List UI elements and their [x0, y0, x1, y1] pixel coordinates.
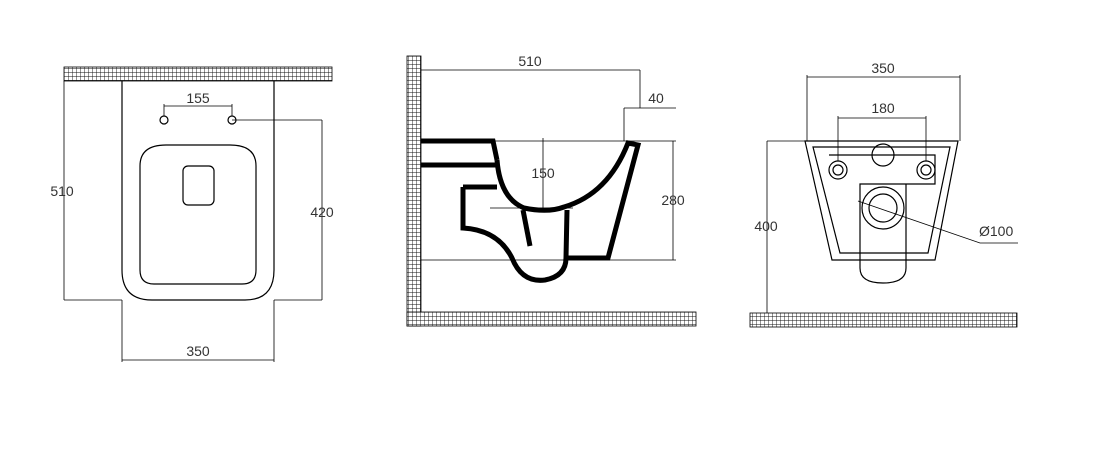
seat-hinge-recess [182, 165, 215, 206]
dimension-label: 155 [186, 90, 210, 106]
dimension-line [837, 116, 927, 161]
fixing-hole [916, 160, 936, 180]
dimension-line [623, 107, 676, 141]
dimension-line [421, 140, 676, 261]
leader-line [857, 200, 1018, 244]
outlet-port [868, 193, 898, 223]
fixing-hole [159, 115, 169, 125]
dimension-line [163, 104, 233, 116]
mounting-plate [829, 154, 936, 284]
floor-hatch [406, 311, 697, 327]
fixing-hole [920, 164, 932, 176]
dimension-label: Ø100 [979, 223, 1013, 239]
dimension-line [806, 75, 961, 141]
bowl-section [494, 140, 642, 261]
dimension-line [766, 140, 805, 313]
fixing-hole [832, 164, 844, 176]
trap-section [460, 184, 569, 283]
dimension-label: 400 [754, 218, 778, 234]
dimension-label: 350 [186, 343, 210, 359]
dimension-label: 150 [531, 165, 555, 181]
dimension-label: 40 [648, 90, 664, 106]
inlet-port [871, 143, 895, 167]
dimension-label: 510 [518, 53, 542, 69]
rear-view: 350 180 400 Ø100 [749, 60, 1018, 328]
bowl-section [520, 209, 533, 247]
top-view: 155 510 420 350 [50, 66, 334, 362]
dimension-label: 350 [871, 60, 895, 76]
dimension-label: 280 [661, 192, 685, 208]
fixing-hole [828, 160, 848, 180]
dimension-label: 420 [310, 204, 334, 220]
dimension-label: 180 [871, 100, 895, 116]
dimension-line [421, 69, 641, 108]
body-inner-outline [812, 146, 951, 254]
dimension-label: 510 [50, 183, 74, 199]
side-view: 510 40 150 280 [406, 53, 697, 327]
seat-outline [139, 144, 257, 285]
dimension-line [232, 119, 323, 301]
wall-hatch [63, 66, 333, 82]
dimension-line [121, 300, 275, 362]
floor-hatch [749, 312, 1018, 328]
dimension-line [63, 81, 122, 301]
dimension-line [490, 138, 640, 209]
bowl-section [421, 138, 500, 161]
bowl-outline [121, 81, 275, 301]
wall-hatch [406, 55, 422, 327]
body-outline [804, 140, 959, 261]
outlet-port [861, 186, 905, 230]
